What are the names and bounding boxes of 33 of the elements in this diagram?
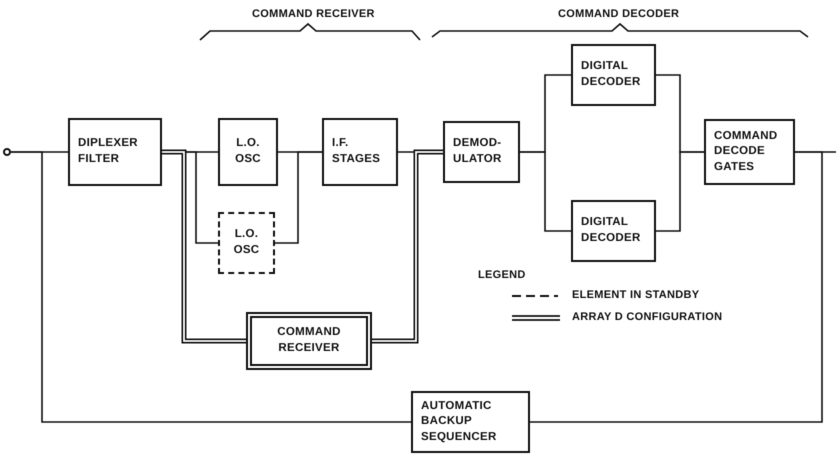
block-label: DEMOD- ULATOR (453, 136, 503, 167)
block (571, 200, 656, 262)
legend-text: ELEMENT IN STANDBY (572, 289, 700, 301)
connector-line (656, 151, 704, 232)
block-label: COMMAND RECEIVER (276, 325, 342, 356)
double-line-connector (372, 150, 443, 344)
block-label: DIGITAL DECODER (581, 59, 642, 90)
block-label: COMMAND DECODE GATES (714, 128, 778, 175)
block-label: L.O. OSC (232, 227, 260, 258)
block (443, 121, 520, 183)
block (704, 119, 795, 185)
connector-line (275, 151, 322, 244)
block-label: AUTOMATIC BACKUP SEQUENCER (421, 398, 498, 445)
connector-line (530, 151, 823, 423)
group-label: COMMAND RECEIVER (252, 8, 375, 20)
block (411, 391, 530, 453)
connector-line (11, 151, 411, 423)
block (571, 44, 656, 106)
block (68, 118, 162, 186)
block-label: I.F. STAGES (332, 136, 382, 167)
block-label: DIPLEXER FILTER (78, 136, 139, 167)
legend-title: LEGEND (478, 269, 526, 281)
block (322, 118, 398, 186)
connector-line (520, 151, 571, 232)
input-terminal (3, 148, 11, 156)
block (246, 312, 372, 370)
standby-block (218, 212, 275, 274)
block-label: L.O. OSC (234, 136, 262, 167)
group-label: COMMAND DECODER (558, 8, 680, 20)
block (218, 118, 278, 186)
double-line-connector (162, 150, 246, 344)
block-label: DIGITAL DECODER (581, 215, 642, 246)
legend-text: ARRAY D CONFIGURATION (572, 311, 722, 323)
